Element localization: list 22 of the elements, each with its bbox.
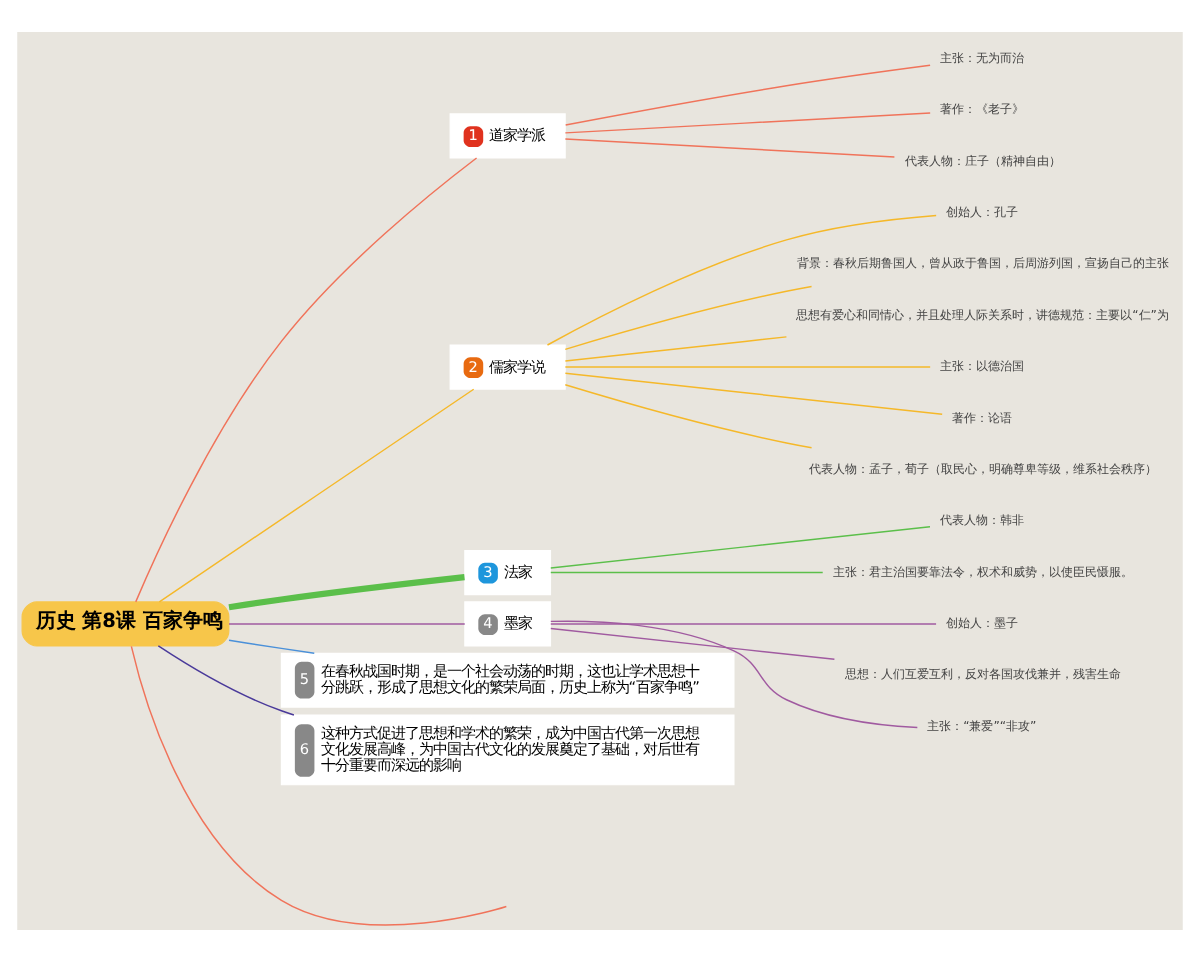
connector xyxy=(564,111,931,133)
connector xyxy=(135,156,478,602)
connector xyxy=(564,137,896,157)
connector xyxy=(564,371,943,414)
connector xyxy=(550,619,919,728)
connector xyxy=(550,622,937,624)
connector xyxy=(564,383,813,448)
connector xyxy=(564,63,931,125)
connector xyxy=(550,570,824,573)
connector xyxy=(550,626,836,660)
connector xyxy=(564,284,813,350)
connector xyxy=(228,622,466,624)
node-box: 历史 第8课 百家争鸣 xyxy=(21,600,230,646)
connector xyxy=(228,638,315,653)
connector xyxy=(564,365,931,367)
connector xyxy=(157,644,295,715)
connector xyxy=(158,387,475,602)
connector xyxy=(130,644,508,925)
connector xyxy=(546,213,937,345)
connector xyxy=(228,573,465,610)
connector xyxy=(550,525,931,568)
connector xyxy=(564,335,788,361)
